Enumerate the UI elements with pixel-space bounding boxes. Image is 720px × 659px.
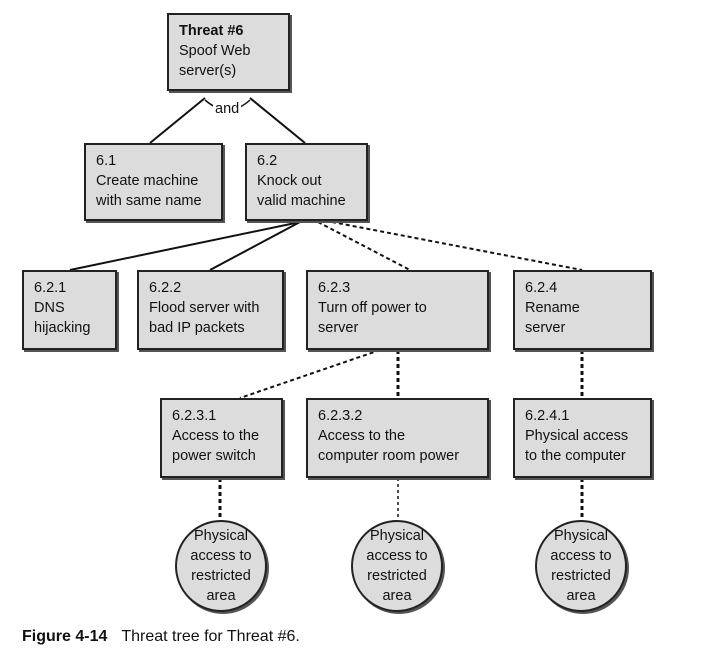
circle-1-line3: restricted xyxy=(191,568,251,584)
node-6-1: 6.1 Create machine with same name xyxy=(84,143,223,221)
node-6-2-id: 6.2 xyxy=(257,153,278,169)
node-6-2-2-id: 6.2.2 xyxy=(149,280,182,296)
circle-1-line1: Physical xyxy=(194,528,248,544)
node-6-2-line3: valid machine xyxy=(257,193,346,209)
node-6-2-3-id: 6.2.3 xyxy=(318,280,351,296)
circle-1-line4: area xyxy=(206,588,236,604)
node-6-1-id: 6.1 xyxy=(96,153,117,169)
node-6-2-3-line2: Turn off power to xyxy=(318,300,427,316)
circle-3-line1: Physical xyxy=(554,528,608,544)
node-6-2-4: 6.2.4 Rename server xyxy=(513,270,652,350)
circle-2-line2: access to xyxy=(366,548,428,564)
and-label: and xyxy=(213,101,242,117)
node-6-2-3-1: 6.2.3.1 Access to the power switch xyxy=(160,398,283,478)
node-6-2-3-1-id: 6.2.3.1 xyxy=(172,408,217,424)
node-threat-6: Threat #6 Spoof Web server(s) xyxy=(167,13,290,91)
circle-physical-access-2: Physical access to restricted area xyxy=(351,520,443,612)
circle-physical-access-1: Physical access to restricted area xyxy=(175,520,267,612)
edge-6-2-6-2-1 xyxy=(69,221,301,271)
figure-caption: Figure 4-14 Threat tree for Threat #6. xyxy=(22,628,300,646)
node-6-2: 6.2 Knock out valid machine xyxy=(245,143,368,221)
node-6-2-2-line2: Flood server with xyxy=(149,300,260,316)
edge-6-2-6-2-4 xyxy=(331,221,583,271)
node-6-2-4-1-id: 6.2.4.1 xyxy=(525,408,570,424)
node-6-2-4-line2: Rename xyxy=(525,300,580,316)
circle-2-line3: restricted xyxy=(367,568,427,584)
edge-6-2-3-6-2-3-1 xyxy=(239,349,381,399)
node-6-2-1-line2: DNS xyxy=(34,300,65,316)
node-6-2-4-1-line2: Physical access xyxy=(525,428,629,444)
node-threat-6-title: Threat #6 xyxy=(179,23,244,39)
circle-2-line4: area xyxy=(382,588,412,604)
node-6-2-3-2-line3: computer room power xyxy=(318,448,460,464)
node-6-2-4-1: 6.2.4.1 Physical access to the computer xyxy=(513,398,652,478)
node-6-2-3-1-line2: Access to the xyxy=(172,428,260,444)
circle-1-line2: access to xyxy=(190,548,252,564)
circle-physical-access-3: Physical access to restricted area xyxy=(535,520,627,612)
node-6-2-1-id: 6.2.1 xyxy=(34,280,67,296)
node-6-2-3-2: 6.2.3.2 Access to the computer room powe… xyxy=(306,398,489,478)
node-6-2-3-2-id: 6.2.3.2 xyxy=(318,408,363,424)
edge-root-6-1 xyxy=(149,97,206,144)
node-6-2-1: 6.2.1 DNS hijacking xyxy=(22,270,117,350)
circle-3-line4: area xyxy=(566,588,596,604)
node-6-2-1-line3: hijacking xyxy=(34,320,91,336)
figure-caption-text: Threat tree for Threat #6. xyxy=(121,628,300,645)
edge-6-2-6-2-2 xyxy=(209,221,301,271)
edge-6-2-6-2-3 xyxy=(317,221,411,271)
figure-number: Figure 4-14 xyxy=(22,628,108,645)
node-6-2-3-1-line3: power switch xyxy=(172,448,256,464)
circle-3-line3: restricted xyxy=(551,568,611,584)
node-6-2-4-line3: server xyxy=(525,320,566,336)
node-6-2-2-line3: bad IP packets xyxy=(149,320,245,336)
circle-2-line1: Physical xyxy=(370,528,424,544)
node-threat-6-line2: Spoof Web xyxy=(179,43,251,59)
edge-root-6-2 xyxy=(249,97,306,144)
node-6-2-2: 6.2.2 Flood server with bad IP packets xyxy=(137,270,284,350)
node-6-1-line2: Create machine xyxy=(96,173,199,189)
node-6-2-3-line3: server xyxy=(318,320,359,336)
node-6-2-3: 6.2.3 Turn off power to server xyxy=(306,270,489,350)
node-6-2-4-id: 6.2.4 xyxy=(525,280,558,296)
node-threat-6-line3: server(s) xyxy=(179,63,237,79)
circle-3-line2: access to xyxy=(550,548,612,564)
node-6-1-line3: with same name xyxy=(96,193,202,209)
node-6-2-3-2-line2: Access to the xyxy=(318,428,406,444)
node-6-2-line2: Knock out xyxy=(257,173,322,189)
node-6-2-4-1-line3: to the computer xyxy=(525,448,626,464)
